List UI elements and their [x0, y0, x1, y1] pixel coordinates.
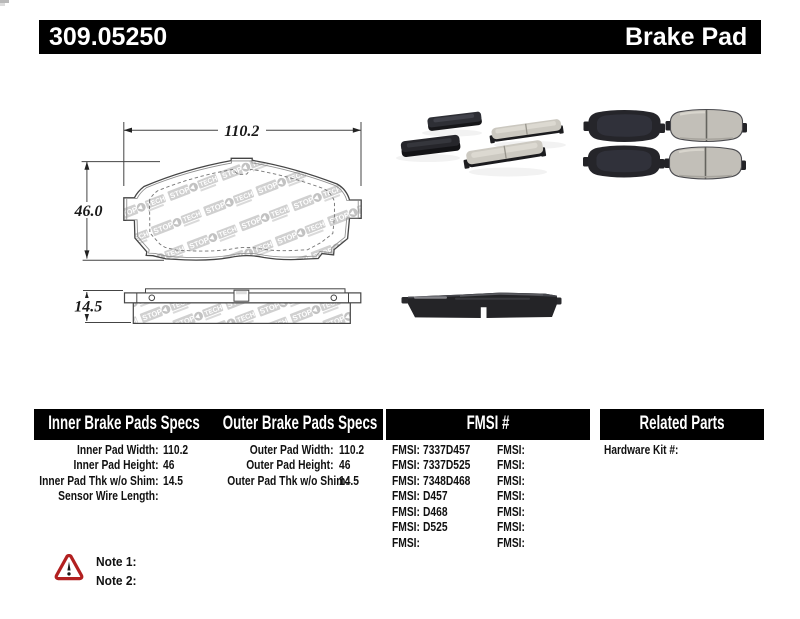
svg-text:46.0: 46.0 — [74, 203, 103, 220]
svg-text:14.5: 14.5 — [74, 299, 102, 316]
svg-text:110.2: 110.2 — [224, 123, 259, 140]
